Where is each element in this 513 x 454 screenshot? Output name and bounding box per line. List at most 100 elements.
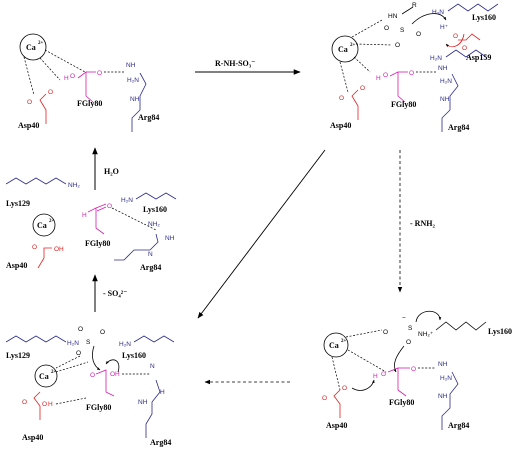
svg-text:O: O [27, 99, 32, 106]
svg-text:NH₂: NH₂ [68, 182, 80, 189]
svg-text:Arg84: Arg84 [448, 421, 469, 430]
svg-text:Asp40: Asp40 [22, 433, 43, 442]
svg-text:O: O [416, 31, 421, 38]
svg-text:Arg84: Arg84 [150, 438, 171, 447]
svg-text:Ca: Ca [329, 341, 339, 350]
svg-text:O: O [97, 70, 102, 77]
svg-text:NH₂: NH₂ [148, 221, 160, 228]
svg-text:Asp159: Asp159 [466, 53, 491, 62]
svg-text:O: O [409, 70, 414, 77]
svg-text:FGly80: FGly80 [389, 398, 414, 407]
svg-text:H: H [160, 389, 165, 396]
panel-substrate-binding: Ca 2+ HN R S O O O H₂N Lys160 H⁺ O O Asp… [330, 2, 499, 132]
svg-text:H₂N: H₂N [121, 197, 133, 204]
arrow-label-amine: - RNH₂ [410, 219, 435, 228]
svg-text:OH: OH [54, 246, 64, 253]
svg-text:HN: HN [388, 13, 398, 20]
svg-text:NH: NH [440, 96, 450, 103]
svg-text:−: − [402, 315, 406, 322]
arrow-label-water: H₂O [104, 167, 119, 176]
svg-text:H₂N: H₂N [127, 77, 139, 84]
svg-text:O: O [383, 72, 388, 79]
svg-text:FGly80: FGly80 [391, 100, 416, 109]
svg-text:2+: 2+ [341, 339, 347, 344]
asp40-label: Asp40 [18, 121, 39, 130]
svg-text:H: H [82, 212, 87, 219]
svg-text:R: R [412, 2, 417, 9]
svg-text:H₂N: H₂N [67, 340, 79, 347]
svg-text:Lys160: Lys160 [488, 327, 512, 336]
calcium-label: Ca [26, 43, 36, 52]
svg-text:Ca: Ca [39, 372, 49, 381]
svg-text:H₂N: H₂N [432, 9, 444, 16]
calcium-ion [323, 332, 349, 358]
svg-text:O: O [100, 329, 105, 336]
svg-text:O: O [462, 45, 467, 52]
svg-text:O: O [90, 372, 95, 379]
svg-text:S: S [400, 27, 405, 34]
svg-text:S: S [86, 339, 91, 346]
svg-text:Lys129: Lys129 [6, 199, 30, 208]
panel-aldehyde: NH₂ Lys129 Ca 2+ O OH Asp40 H O FGly80 H… [5, 177, 177, 272]
svg-text:O: O [384, 25, 389, 32]
svg-text:H: H [376, 75, 381, 82]
svg-text:Lys129: Lys129 [6, 351, 30, 360]
svg-text:NH₂⁺: NH₂⁺ [418, 331, 433, 338]
panel-resting-state: Ca 2+ O O Asp40 H O O FGly80 NH H₂N NH A… [18, 33, 159, 132]
calcium-charge: 2+ [38, 41, 44, 46]
panel-sulfate-elimination: H₂N Lys129 H₂N Lys160 Ca 2+ O S O O O O H… [5, 326, 175, 447]
svg-text:Asp40: Asp40 [6, 261, 27, 270]
svg-text:FGly80: FGly80 [85, 239, 110, 248]
svg-text:O: O [78, 326, 83, 333]
svg-text:Lys160: Lys160 [122, 351, 146, 360]
svg-text:H₂N: H₂N [119, 341, 131, 348]
svg-text:O: O [70, 73, 75, 80]
svg-text:FGly80: FGly80 [86, 403, 111, 412]
reaction-arrows: R-NH-SO₃⁻ - RNH₂ - SO₄²⁻ H₂O [92, 59, 435, 385]
svg-text:O: O [22, 399, 27, 406]
svg-text:Asp40: Asp40 [330, 121, 351, 130]
arg84-label-1: Arg84 [138, 113, 159, 122]
svg-text:O: O [76, 350, 81, 357]
svg-text:Ca: Ca [338, 45, 348, 54]
svg-text:NH: NH [165, 235, 175, 242]
svg-text:NH: NH [138, 399, 148, 406]
svg-text:Lys160: Lys160 [143, 205, 167, 214]
svg-text:2+: 2+ [49, 219, 55, 224]
svg-text:Asp40: Asp40 [326, 421, 347, 430]
arrow-diagonal [197, 149, 326, 319]
svg-text:O: O [42, 401, 47, 408]
svg-text:Arg84: Arg84 [448, 123, 469, 132]
svg-text:H₂N: H₂N [430, 55, 442, 62]
svg-text:O: O [48, 89, 53, 96]
svg-text:O: O [360, 85, 365, 92]
svg-text:Ca: Ca [37, 221, 47, 230]
svg-text:H⁺: H⁺ [440, 24, 448, 31]
svg-text:NH: NH [438, 393, 448, 400]
svg-text:O: O [406, 339, 411, 346]
svg-text:N: N [150, 363, 155, 370]
svg-text:N: N [148, 251, 153, 258]
arrow-label-substrate: R-NH-SO₃⁻ [215, 59, 255, 68]
svg-text:Arg84: Arg84 [140, 263, 161, 272]
arrow-label-sulfate: - SO₄²⁻ [103, 289, 127, 298]
svg-text:NH: NH [126, 62, 136, 69]
svg-text:NH: NH [438, 361, 448, 368]
svg-text:O: O [381, 371, 386, 378]
svg-text:H: H [64, 75, 69, 82]
svg-text:O: O [32, 244, 37, 251]
calcium-ion [32, 213, 56, 237]
svg-text:H₂N: H₂N [440, 78, 452, 85]
svg-text:O: O [107, 203, 112, 210]
svg-text:O: O [453, 33, 458, 40]
svg-text:H₂N: H₂N [440, 375, 452, 382]
calcium-ion [19, 33, 47, 61]
svg-text:2+: 2+ [350, 43, 356, 48]
svg-text:S: S [408, 325, 413, 332]
svg-text:O: O [339, 95, 344, 102]
svg-text:NH: NH [438, 65, 448, 72]
svg-text:2+: 2+ [51, 370, 57, 375]
svg-text:O: O [411, 366, 416, 373]
svg-text:Lys160: Lys160 [472, 13, 496, 22]
